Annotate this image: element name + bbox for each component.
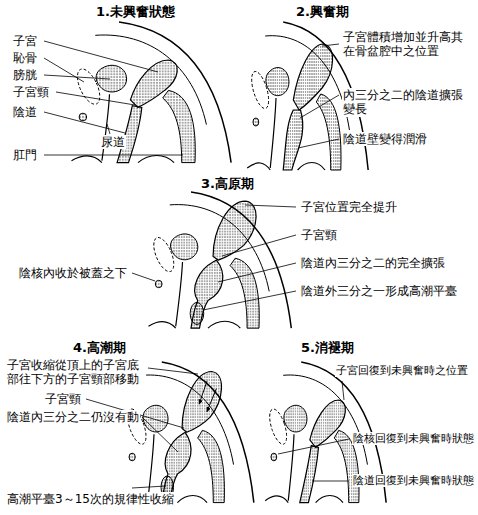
vagina-shape bbox=[300, 446, 319, 503]
part-label: 子宮回復到未興奮時之位置 bbox=[335, 364, 469, 377]
panel-title: 5.消褪期 bbox=[300, 340, 355, 356]
pelvis-section bbox=[72, 22, 232, 163]
panel-title: 1.未興奮狀態 bbox=[95, 4, 176, 20]
leader-line bbox=[44, 58, 84, 82]
pelvis-section bbox=[149, 192, 292, 328]
part-label: 陰核回復到未興奮時狀態 bbox=[352, 432, 475, 445]
part-label: 子宮體積增加並升高其在骨盆腔中之位置 bbox=[342, 30, 469, 59]
part-label: 子宮頸 bbox=[300, 228, 338, 242]
part-label: 陰道外三分之一形成高潮平臺 bbox=[300, 284, 458, 298]
part-label: 陰道 bbox=[12, 105, 38, 119]
leader-line bbox=[132, 486, 166, 488]
part-label: 陰道壁變得潤滑 bbox=[342, 132, 428, 146]
part-label: 內三分之二的陰道擴張變長 bbox=[342, 88, 469, 117]
pelvis-outline bbox=[149, 192, 292, 328]
uterus-shape bbox=[130, 60, 177, 108]
uterus-shape bbox=[293, 44, 332, 110]
leader-line bbox=[44, 41, 158, 72]
orgasmic-platform bbox=[190, 302, 204, 324]
leader-line bbox=[203, 291, 296, 310]
part-label: 恥骨 bbox=[12, 51, 38, 65]
leader-line bbox=[56, 92, 135, 105]
vagina-shape bbox=[283, 110, 303, 170]
leader-line bbox=[142, 417, 178, 452]
part-label: 子宮 bbox=[12, 34, 38, 48]
leader-line bbox=[132, 273, 155, 281]
panel-title: 3.高原期 bbox=[200, 176, 255, 192]
panel-title: 2.興奮期 bbox=[295, 4, 350, 20]
contraction-arrow bbox=[199, 381, 207, 404]
part-label: 陰道回復到未興奮時狀態 bbox=[352, 474, 475, 487]
uterus-shape bbox=[310, 400, 346, 448]
part-label: 子宮頸 bbox=[44, 392, 82, 406]
part-label: 陰核內收於被蓋之下 bbox=[18, 266, 128, 280]
part-label: 陰道內三分之二仍沒有動 bbox=[6, 410, 140, 424]
pelvis-outline bbox=[72, 22, 232, 163]
leader-line bbox=[107, 124, 110, 134]
leader-line bbox=[322, 44, 339, 46]
leader-line bbox=[148, 368, 198, 374]
leader-line bbox=[222, 235, 296, 256]
part-label: 高潮平臺3～15次的規律性收縮 bbox=[6, 492, 175, 506]
leader-line bbox=[245, 205, 296, 207]
uterus-shape bbox=[182, 372, 221, 433]
uterus-shape bbox=[213, 201, 256, 260]
leader-line bbox=[278, 439, 349, 454]
part-label: 子宮位置完全提升 bbox=[300, 200, 398, 214]
leader-line bbox=[342, 381, 344, 400]
contraction-arrow bbox=[207, 389, 216, 412]
panel-title: 4.高潮期 bbox=[72, 340, 127, 356]
leader-line bbox=[44, 155, 183, 156]
leader-line bbox=[218, 263, 296, 282]
leader-line bbox=[44, 112, 125, 133]
vagina-shape bbox=[191, 260, 223, 328]
part-label: 子宮頸 bbox=[12, 85, 50, 99]
part-label: 尿道 bbox=[100, 135, 126, 149]
part-label: 膀胱 bbox=[12, 68, 38, 82]
part-label: 子宮收縮從頂上的子宮底部往下方的子宮頸部移動 bbox=[6, 358, 146, 387]
leader-line bbox=[300, 95, 339, 118]
leader-line bbox=[298, 139, 339, 148]
part-label: 陰道內三分之二的完全擴張 bbox=[300, 256, 446, 270]
part-label: 肛門 bbox=[12, 148, 38, 162]
leader-line bbox=[44, 75, 110, 79]
leader-line bbox=[312, 481, 349, 482]
